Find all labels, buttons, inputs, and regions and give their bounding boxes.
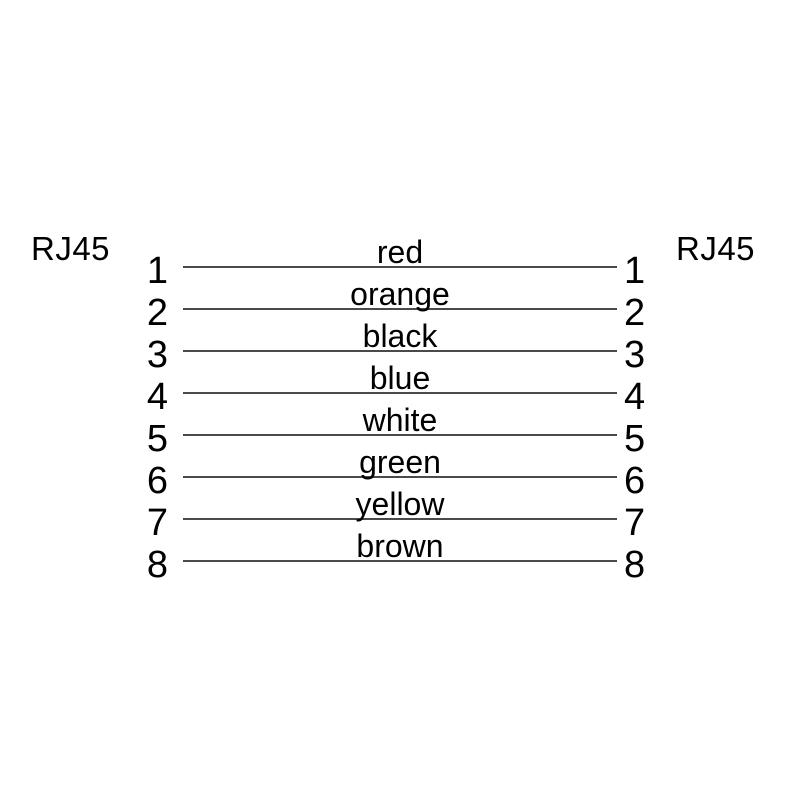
wire-line xyxy=(183,266,617,268)
pin-number-right: 4 xyxy=(624,376,646,418)
wire-line xyxy=(183,350,617,352)
pin-number-left: 8 xyxy=(146,544,168,586)
left-connector-label: RJ45 xyxy=(31,230,111,267)
pin-number-right: 8 xyxy=(624,544,646,586)
pin-number-left: 4 xyxy=(146,376,168,418)
wire-color-label: black xyxy=(362,318,438,354)
pin-number-right: 3 xyxy=(624,334,646,376)
pin-number-left: 3 xyxy=(146,334,168,376)
wire-line xyxy=(183,560,617,562)
wire-color-label: white xyxy=(362,402,438,438)
wire-color-label: yellow xyxy=(355,486,445,522)
right-connector-label: RJ45 xyxy=(676,230,756,267)
wire-line xyxy=(183,434,617,436)
pin-number-left: 2 xyxy=(146,292,168,334)
wire-color-label: green xyxy=(359,444,441,480)
wire-line xyxy=(183,476,617,478)
wire-color-label: red xyxy=(376,234,424,270)
pin-number-right: 5 xyxy=(624,418,646,460)
pin-number-left: 6 xyxy=(146,460,168,502)
pin-number-right: 2 xyxy=(624,292,646,334)
pin-number-left: 1 xyxy=(146,250,168,292)
wire-color-label: orange xyxy=(350,276,450,312)
pin-number-right: 7 xyxy=(624,502,646,544)
wire-line xyxy=(183,518,617,520)
pin-number-right: 6 xyxy=(624,460,646,502)
wire-line xyxy=(183,392,617,394)
pin-number-left: 5 xyxy=(146,418,168,460)
pin-number-right: 1 xyxy=(624,250,646,292)
wire-line xyxy=(183,308,617,310)
wire-color-label: brown xyxy=(356,528,444,564)
wire-color-label: blue xyxy=(369,360,431,396)
pin-number-left: 7 xyxy=(146,502,168,544)
